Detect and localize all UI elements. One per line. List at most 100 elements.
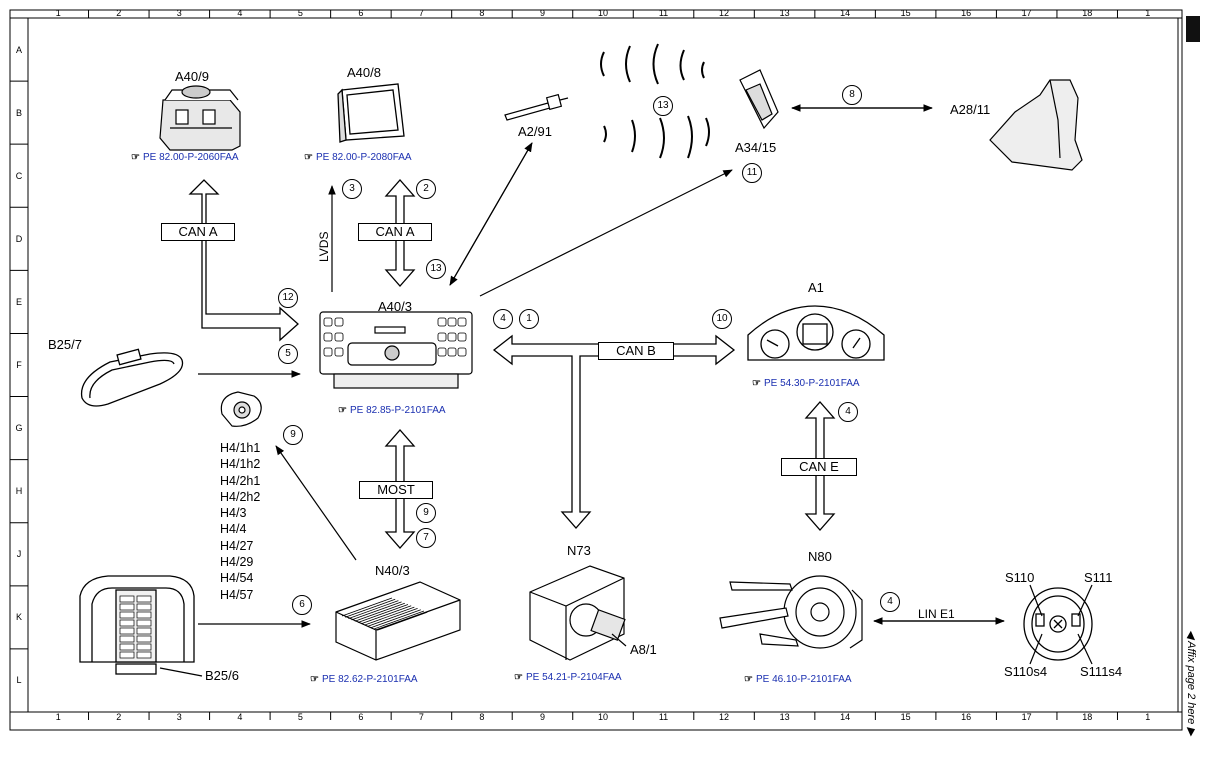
speaker-list-item: H4/29 [220,555,254,570]
column-label: 2 [116,8,122,18]
amplifier-fin [345,598,396,618]
speaker-list-item: H4/27 [220,538,254,553]
row-label: G [15,423,23,434]
column-label: 7 [418,8,424,18]
drawing-frame [9,9,1183,731]
pointing-hand-icon: ☞ [744,674,753,685]
head-unit-button [447,317,457,327]
label-a2-91: A2/91 [518,124,552,139]
head-unit-button [323,347,333,357]
ref-a40-8[interactable]: ☞PE 82.00-P-2080FAA [304,152,412,163]
column-label: 11 [658,8,669,18]
column-label: 2 [116,712,122,722]
amplifier-fin [351,601,402,621]
row-label: B [15,107,22,118]
head-unit-button [447,332,457,342]
callout-9-speaker: 9 [283,425,303,445]
label-a34-15: A34/15 [735,140,777,155]
head-unit-button [334,317,344,327]
callout-13-waves: 13 [653,96,673,116]
ref-a1[interactable]: ☞PE 54.30-P-2101FAA [752,378,860,389]
head-unit-button [334,347,344,357]
b25-6-cell [119,651,135,659]
ref-n73[interactable]: ☞PE 54.21-P-2104FAA [514,672,622,683]
head-unit-button [323,317,333,327]
callout-4-canb: 4 [493,309,513,329]
steering-wheel-drawing [1023,587,1093,661]
callout-11: 11 [742,163,762,183]
column-label: 13 [779,8,790,18]
column-label: 4 [237,712,243,722]
column-label: 17 [1021,8,1032,18]
b25-7-mirror-drawing [80,348,184,407]
bus-arrows [188,179,836,549]
arrow-right-icon: ◀ [1185,630,1197,642]
pointing-hand-icon: ☞ [338,405,347,416]
column-label: 7 [418,712,424,722]
speaker-list-item: H4/2h1 [220,473,261,488]
label-a28-11: A28/11 [950,102,991,117]
callout-13-headunit: 13 [426,259,446,279]
label-s111s4: S111s4 [1080,664,1123,679]
speaker-list-item: H4/54 [220,571,254,586]
b25-6-cell [136,603,152,611]
label-s111: S111 [1084,570,1113,585]
label-a40-8: A40/8 [347,65,381,80]
label-a8-1: A8/1 [630,642,657,657]
h4-speaker-drawing [220,391,262,427]
pointing-hand-icon: ☞ [752,378,761,389]
row-label: J [16,549,22,560]
ref-n40-3[interactable]: ☞PE 82.62-P-2101FAA [310,674,418,685]
ref-n80[interactable]: ☞PE 46.10-P-2101FAA [744,674,852,685]
column-label: 16 [961,8,972,18]
b25-6-cell [119,643,135,651]
label-n40-3: N40/3 [375,563,410,578]
column-label: 18 [1082,8,1093,18]
b25-6-cell [119,635,135,643]
amplifier-fin [364,606,415,626]
speaker-list-item: H4/1h2 [220,457,261,472]
n73-ignition-switch-drawing [529,565,626,661]
column-label: 10 [597,712,608,722]
column-label: 15 [900,712,911,722]
label-s110: S110 [1005,570,1035,585]
ref-a40-3[interactable]: ☞PE 82.85-P-2101FAA [338,405,446,416]
callout-2: 2 [416,179,436,199]
column-label: 5 [297,712,303,722]
callout-10: 10 [712,309,732,329]
column-label: 8 [479,8,485,18]
label-a40-9: A40/9 [175,69,209,84]
head-unit-button [457,317,467,327]
label-n80: N80 [808,549,832,564]
callout-7: 7 [416,528,436,548]
head-unit-button [437,332,447,342]
column-label: 12 [719,8,730,18]
ref-a40-9[interactable]: ☞PE 82.00-P-2060FAA [131,152,239,163]
amplifier-fin [354,602,405,622]
page-corner-tab [1186,16,1200,42]
bus-label-can-e: CAN E [781,458,857,476]
amplifier-fin [361,605,412,625]
amplifier-fin [377,611,428,631]
label-b25-7: B25/7 [48,337,82,352]
b25-6-cell [119,619,135,627]
column-label: 1 [55,712,61,722]
speaker-list-item: H4/3 [220,506,247,521]
bus-label-can-a-left: CAN A [161,223,235,241]
speaker-list-item: H4/2h2 [220,489,261,504]
b25-6-cell [136,595,152,603]
head-unit-button [457,347,467,357]
callout-8: 8 [842,85,862,105]
radio-waves-drawing [600,43,710,159]
row-label: K [15,612,22,623]
column-label: 9 [539,712,545,722]
label-b25-6: B25/6 [205,668,239,683]
b25-6-cell [119,595,135,603]
arrow-right-icon: ▶ [1185,724,1197,736]
row-label: D [15,233,23,244]
head-unit-button [334,332,344,342]
column-label: 14 [840,712,851,722]
a34-15-module-drawing [739,69,779,130]
